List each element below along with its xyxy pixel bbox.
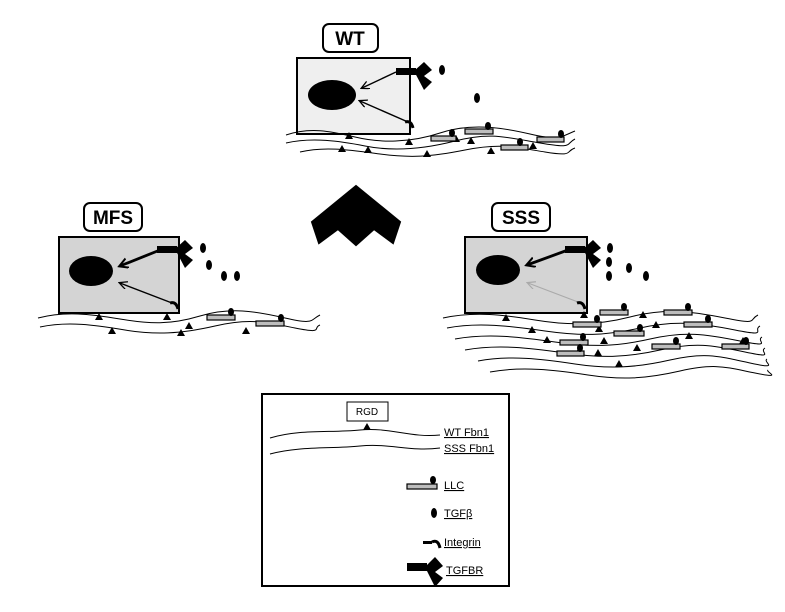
- mfs-tgfb: [221, 271, 227, 281]
- mfs-rgd-sites: [95, 313, 250, 336]
- mfs-label: MFS: [93, 208, 133, 229]
- wt-tgfbr: [396, 62, 432, 90]
- mfs-nucleus: [69, 256, 113, 286]
- mfs-tgfb: [234, 271, 240, 281]
- legend-rgd-triangle: [363, 423, 371, 430]
- sss-llc-complexes: [556, 303, 750, 357]
- legend-box: [261, 393, 510, 587]
- legend-rgd-label: RGD: [356, 407, 378, 418]
- sss-tgfb: [626, 263, 632, 273]
- mfs-fibrillin-fibers: [37, 310, 321, 334]
- sss-tgfb: [606, 271, 612, 281]
- legend-wt-fbn1-label: WT Fbn1: [444, 427, 489, 439]
- mfs-tgfb: [200, 243, 206, 253]
- mfs-integrin: [169, 301, 180, 310]
- legend-tgfbr-symbol: [407, 557, 443, 587]
- wt-integrin-arrow: [360, 101, 409, 123]
- legend-llc-symbol: [406, 476, 438, 490]
- sss-nucleus: [476, 255, 520, 285]
- legend-sss-fbn1-line: [269, 444, 441, 455]
- mfs-tgfb: [206, 260, 212, 270]
- legend-tgfb-label: TGFβ: [444, 508, 472, 520]
- sss-label-box: [491, 202, 551, 232]
- wt-nucleus: [308, 80, 356, 110]
- legend-wt-fbn1-line: [269, 428, 441, 439]
- sss-integrin-arrow: [528, 283, 579, 303]
- mfs-llc-complexes: [206, 308, 285, 327]
- mfs-receptor-arrow: [120, 248, 161, 266]
- legend: RGD WT Fbn1 SSS Fbn1 LLC TGFβ Integrin T…: [261, 393, 510, 587]
- sss-panel: SSS: [442, 202, 773, 379]
- sss-tgfbr: [565, 240, 601, 268]
- sss-tgfb: [643, 271, 649, 281]
- legend-integrin-symbol: [423, 539, 442, 549]
- legend-integrin-label: Integrin: [444, 537, 481, 549]
- mfs-integrin-arrow: [120, 283, 173, 304]
- sss-label: SSS: [502, 208, 540, 229]
- wt-label-box: [322, 23, 379, 53]
- sss-receptor-arrow: [527, 248, 569, 265]
- wt-panel: WT: [285, 23, 576, 157]
- mfs-label-box: [83, 202, 143, 232]
- wt-receptor-arrow: [362, 71, 397, 88]
- legend-llc-label: LLC: [444, 480, 464, 492]
- sss-tgfb: [606, 257, 612, 267]
- legend-tgfbr-label: TGFBR: [446, 565, 483, 577]
- legend-tgfb-symbol: [431, 508, 437, 518]
- rgd-label-box: [346, 401, 389, 422]
- wt-llc-complexes: [430, 122, 565, 151]
- wt-tgfb: [474, 93, 480, 103]
- sss-tgfb: [607, 243, 613, 253]
- wt-fibrillin-fibers: [285, 126, 576, 157]
- sss-integrin: [576, 301, 587, 310]
- diverging-arrow: [310, 184, 402, 247]
- mfs-panel: MFS: [37, 202, 321, 336]
- wt-label: WT: [335, 29, 365, 50]
- wt-tgfb: [439, 65, 445, 75]
- mfs-tgfbr: [157, 240, 193, 268]
- wt-integrin: [404, 120, 415, 129]
- legend-sss-fbn1-label: SSS Fbn1: [444, 443, 494, 455]
